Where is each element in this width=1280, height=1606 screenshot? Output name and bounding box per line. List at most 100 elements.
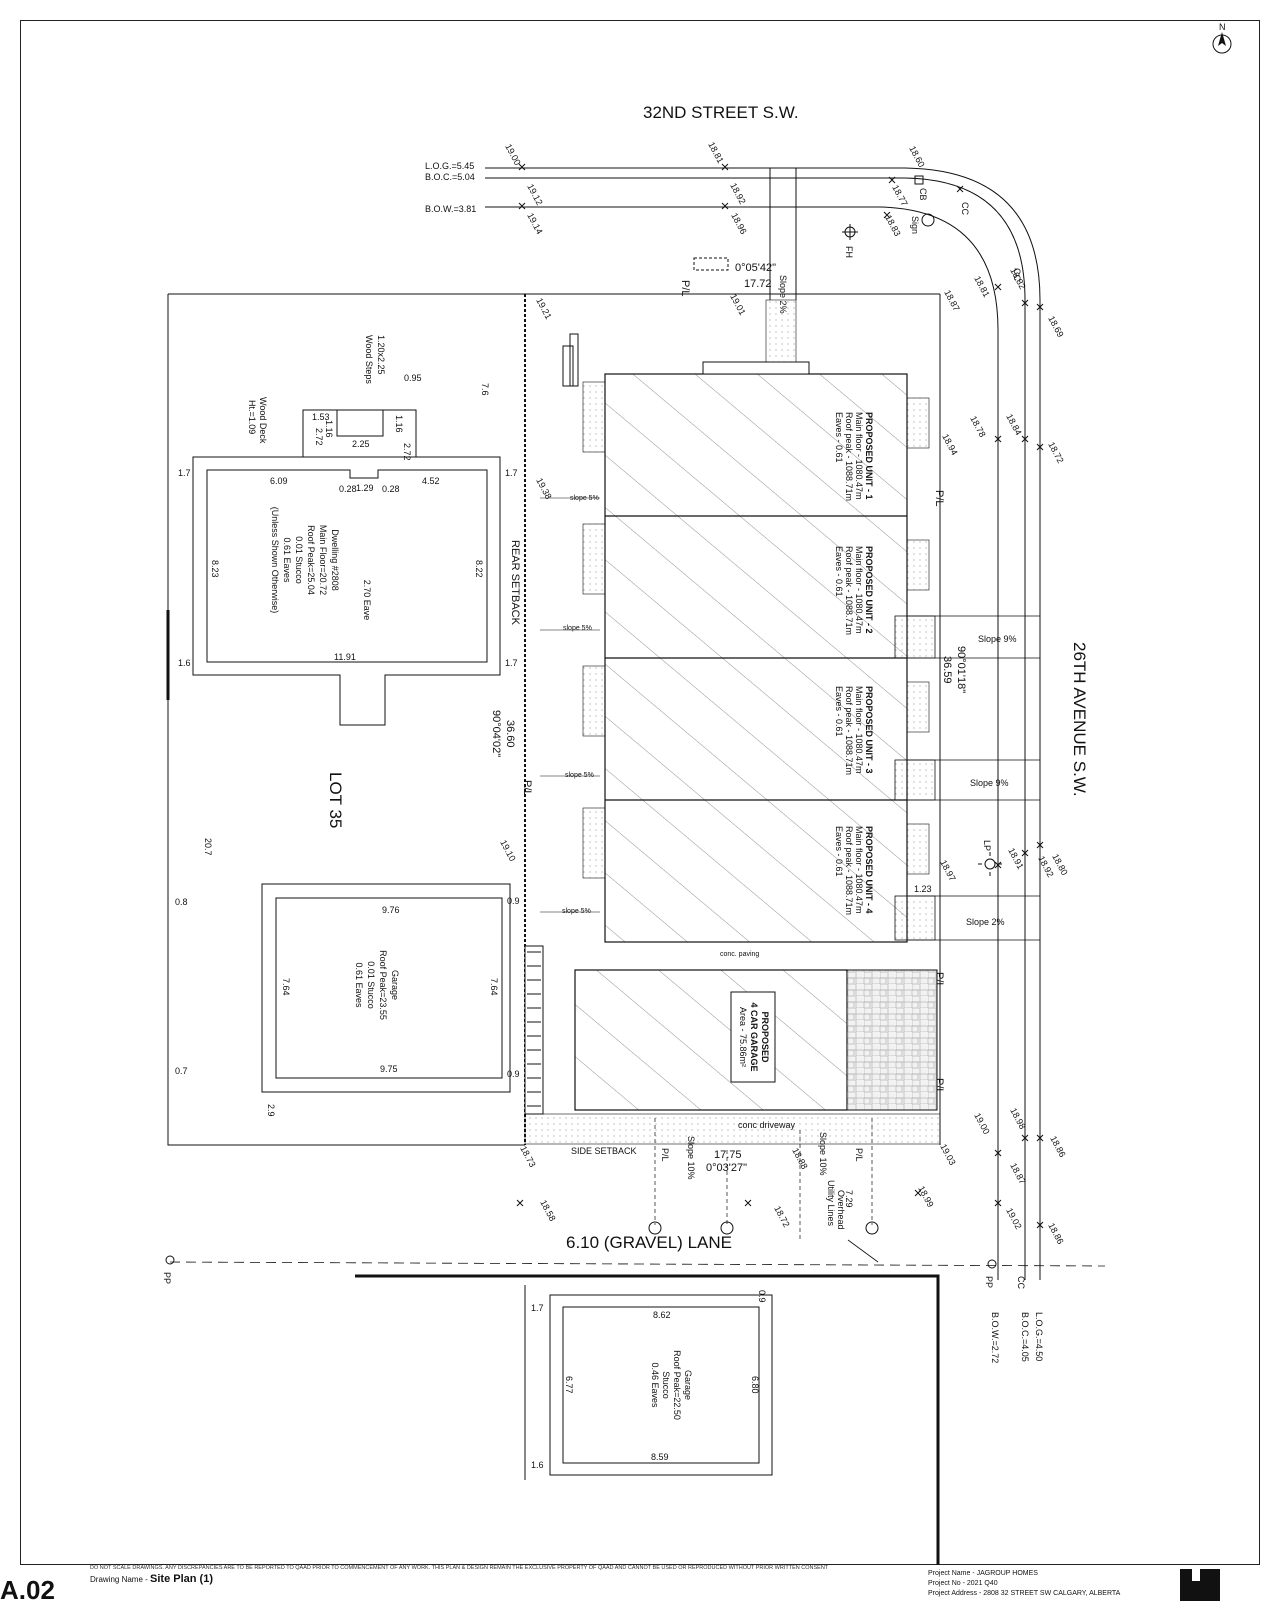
svg-text:0.46 Eaves: 0.46 Eaves — [650, 1362, 660, 1408]
svg-text:1.7: 1.7 — [505, 658, 518, 668]
svg-text:19.02: 19.02 — [1004, 1206, 1023, 1231]
svg-text:Eaves - 0.61: Eaves - 0.61 — [834, 412, 844, 463]
svg-text:0.9: 0.9 — [757, 1290, 767, 1303]
site-plan-drawing: N 32ND STREET S.W. L.O.G.=5.45 B.O.C.=5.… — [162, 22, 1232, 1565]
svg-text:6.80: 6.80 — [750, 1376, 760, 1394]
pl-east-1: P/L — [933, 490, 945, 507]
lot-label: LOT 35 — [326, 772, 345, 828]
svg-text:CB: CB — [918, 188, 928, 201]
east-line-length: 36.59 — [941, 656, 953, 684]
pl-south-1: P/L — [660, 1148, 670, 1162]
street-north-label: 32ND STREET S.W. — [643, 103, 799, 122]
svg-text:9.76: 9.76 — [382, 905, 400, 915]
svg-text:7.6: 7.6 — [480, 383, 490, 396]
svg-text:0.28: 0.28 — [339, 484, 357, 494]
lot-boundaries — [166, 293, 941, 1146]
lane-markers — [654, 1118, 873, 1240]
fire-hydrant-icon — [842, 224, 858, 240]
svg-text:8.22: 8.22 — [474, 560, 484, 578]
lane-label: 6.10 (GRAVEL) LANE — [566, 1233, 732, 1252]
svg-text:18.83: 18.83 — [883, 213, 902, 238]
svg-text:Main floor - 1080.47m: Main floor - 1080.47m — [854, 412, 864, 500]
slope-9-a: Slope 9% — [978, 634, 1017, 644]
slope-10-b: Slope 10% — [818, 1132, 828, 1176]
pp-label-east: PP — [984, 1276, 994, 1288]
svg-text:18.72: 18.72 — [1046, 440, 1065, 465]
garage-south: Garage Roof Peak=22.50 Stucco 0.46 Eaves… — [524, 1285, 773, 1480]
lane-lines — [169, 1239, 1106, 1565]
north-line-angle: 0°05'42" — [735, 262, 776, 274]
svg-text:18.58: 18.58 — [538, 1198, 557, 1223]
svg-text:Main floor - 1080.47m: Main floor - 1080.47m — [854, 546, 864, 634]
svg-text:20.7: 20.7 — [203, 838, 213, 856]
svg-text:(Unless Shown Otherwise): (Unless Shown Otherwise) — [270, 507, 280, 614]
svg-text:18.73: 18.73 — [518, 1144, 537, 1169]
project-no: Project No - 2021 Q40 — [928, 1580, 998, 1587]
svg-text:4.52: 4.52 — [422, 476, 440, 486]
svg-text:1.7: 1.7 — [178, 468, 191, 478]
svg-text:Garage: Garage — [390, 970, 400, 1000]
existing-dwelling — [192, 409, 501, 726]
dwelling-labels: Dwelling #2808 Main Floor=20.72 Roof Pea… — [210, 335, 484, 662]
slope-2-east: Slope 2% — [966, 917, 1005, 927]
utility-symbols-north: CB Sign CC CC FH — [693, 175, 1022, 281]
svg-text:18.86: 18.86 — [1046, 1221, 1065, 1246]
north-line-length: 17.72 — [744, 278, 772, 290]
garage-west: Garage Roof Peak=23.55 0.01 Stucco 0.61 … — [261, 883, 511, 1093]
svg-text:19.03: 19.03 — [938, 1142, 957, 1167]
svg-text:PROPOSED UNIT - 1: PROPOSED UNIT - 1 — [864, 412, 874, 500]
west-line-angle: 90°04'02" — [490, 710, 502, 757]
svg-text:18.81: 18.81 — [706, 140, 725, 165]
svg-text:1.7: 1.7 — [531, 1303, 544, 1313]
svg-text:PROPOSED: PROPOSED — [760, 1011, 770, 1063]
level-log-north: L.O.G.=5.45 — [425, 161, 474, 171]
dim-7-29: 7.29 — [844, 1190, 854, 1208]
north-arrow-icon: N — [1212, 22, 1232, 54]
slope-10-a: Slope 10% — [686, 1136, 696, 1180]
svg-text:FH: FH — [844, 246, 854, 258]
svg-text:PROPOSED UNIT - 4: PROPOSED UNIT - 4 — [864, 826, 874, 914]
south-line-angle: 0°03'27" — [706, 1162, 747, 1174]
light-pole-icon — [978, 852, 1002, 876]
svg-text:18.86: 18.86 — [1048, 1134, 1067, 1159]
pl-south-2: P/L — [854, 1148, 864, 1162]
west-lot-dims: 7.6 1.7 1.7 1.6 1.7 20.7 0.8 0.7 2.9 0.9… — [175, 383, 520, 1117]
elevation-crosses — [516, 163, 1044, 1229]
pl-north: P/L — [679, 280, 691, 297]
svg-text:19.21: 19.21 — [534, 296, 553, 321]
catch-basin-icons — [648, 1221, 879, 1235]
sheet-number: A.02 — [0, 1575, 55, 1605]
svg-text:1.7: 1.7 — [505, 468, 518, 478]
svg-text:Eaves - 0.61: Eaves - 0.61 — [834, 686, 844, 737]
proposed-garage: PROPOSED 4 CAR GARAGE Area - 75.86m² con… — [524, 945, 938, 1115]
driveway-label: conc driveway — [738, 1120, 796, 1130]
driveway — [524, 1113, 941, 1145]
pl-west: P/L — [521, 780, 533, 797]
svg-text:11.91: 11.91 — [334, 652, 356, 662]
svg-text:slope 5%: slope 5% — [570, 495, 599, 502]
svg-text:1.16: 1.16 — [394, 415, 404, 433]
drawing-border — [20, 20, 1260, 1565]
svg-text:Eaves - 0.61: Eaves - 0.61 — [834, 546, 844, 597]
svg-text:18.87: 18.87 — [942, 288, 961, 313]
svg-text:PROPOSED UNIT - 3: PROPOSED UNIT - 3 — [864, 686, 874, 774]
level-boc-north: B.O.C.=5.04 — [425, 172, 475, 182]
svg-text:7.64: 7.64 — [281, 978, 291, 996]
drawing-name-label: Drawing Name - — [90, 1575, 148, 1584]
svg-text:0.7: 0.7 — [175, 1066, 188, 1076]
svg-text:0.01 Stucco: 0.01 Stucco — [366, 961, 376, 1009]
svg-text:6.77: 6.77 — [564, 1376, 574, 1394]
level-boc-south: B.O.C.=4.05 — [1020, 1312, 1030, 1362]
svg-text:8.23: 8.23 — [210, 560, 220, 578]
svg-text:19.38: 19.38 — [534, 476, 553, 501]
project-info: Project Name - JAGROUP HOMES Project No … — [928, 1569, 1120, 1599]
svg-text:CC: CC — [960, 202, 970, 215]
svg-text:Dwelling #2808: Dwelling #2808 — [330, 529, 340, 591]
svg-text:Wood Deck: Wood Deck — [258, 397, 268, 444]
drawing-name-value: Site Plan (1) — [150, 1573, 213, 1585]
svg-text:0.8: 0.8 — [175, 897, 188, 907]
svg-text:1.53: 1.53 — [312, 412, 330, 422]
svg-text:18.97: 18.97 — [938, 858, 957, 883]
svg-text:0.01 Stucco: 0.01 Stucco — [294, 536, 304, 584]
side-setback-label: SIDE SETBACK — [571, 1146, 637, 1156]
